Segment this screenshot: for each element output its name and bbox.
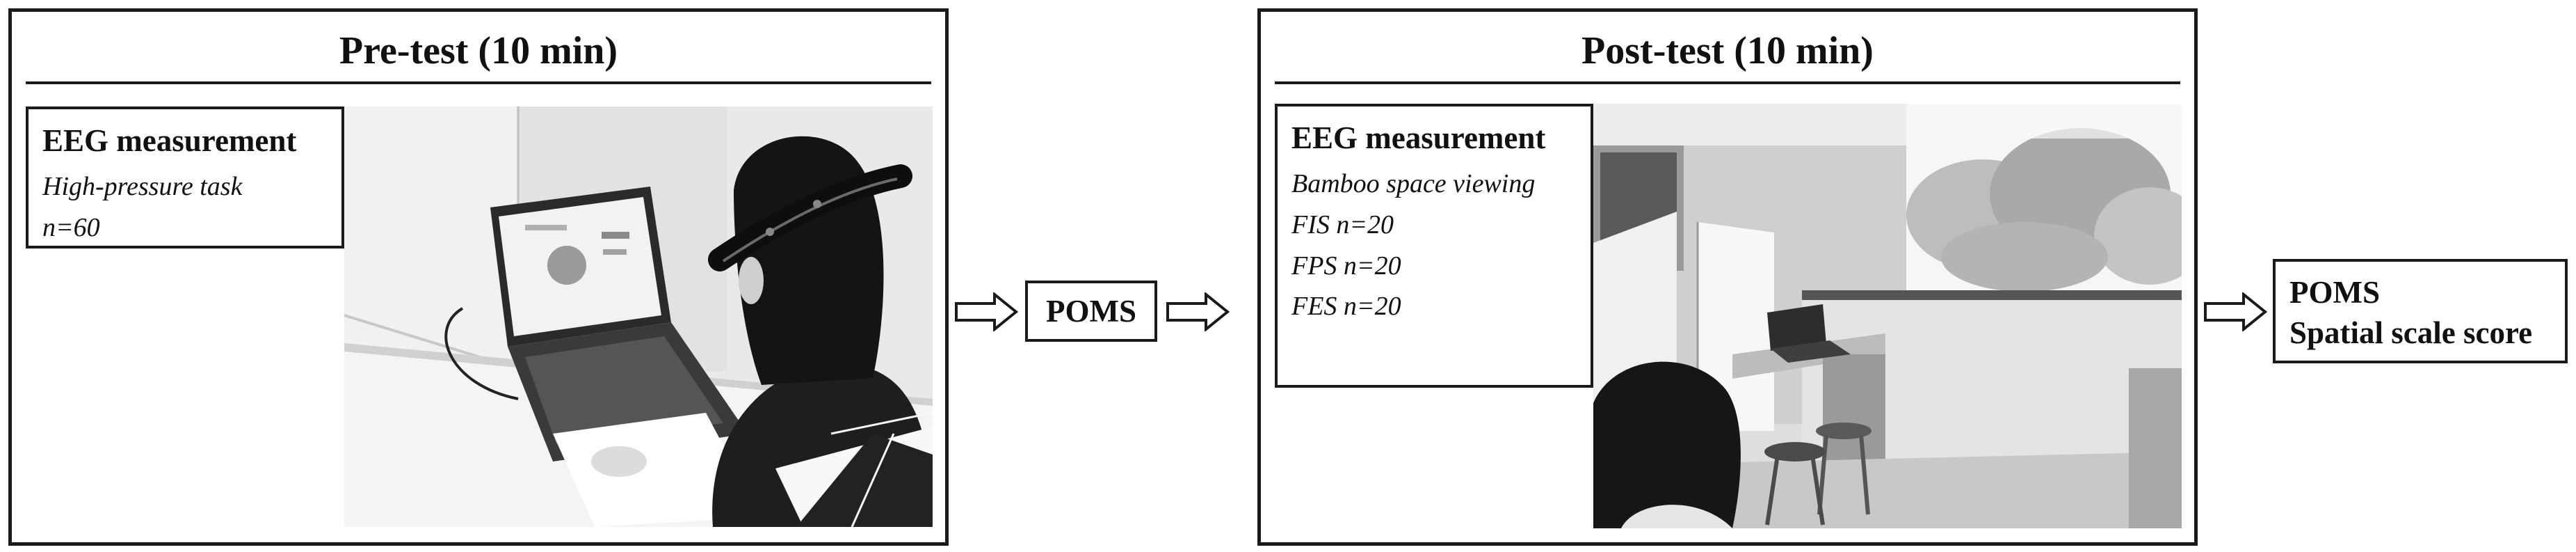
pretest-info-box: EEG measurement High-pressure task n=60 <box>26 107 344 249</box>
posttest-fis-line: FIS n=20 <box>1291 210 1394 239</box>
posttest-panel: Post-test (10 min) <box>1257 8 2198 546</box>
posttest-info-box: EEG measurement Bamboo space viewing FIS… <box>1275 104 1593 388</box>
posttest-eeg-heading: EEG measurement <box>1291 120 1546 155</box>
posttest-photo <box>1593 104 2182 528</box>
poms-step-label: POMS <box>1046 294 1136 329</box>
posttest-fes-line: FES n=20 <box>1291 292 1401 322</box>
final-spatial-score-label: Spatial scale score <box>2289 315 2533 351</box>
pretest-panel: Pre-test (10 min) <box>8 8 949 546</box>
final-step-box: POMS Spatial scale score <box>2273 259 2568 363</box>
final-poms-label: POMS <box>2289 275 2380 310</box>
arrow-right-icon <box>954 291 1019 333</box>
pretest-sample-line: n=60 <box>42 212 100 242</box>
pretest-photo <box>344 107 933 527</box>
posttest-fps-line: FPS n=20 <box>1291 251 1401 281</box>
arrow-right-icon <box>1166 291 1230 333</box>
arrow-right-icon <box>2203 291 2268 333</box>
pretest-task-line: High-pressure task <box>42 171 243 201</box>
posttest-title-rule <box>1275 81 2180 84</box>
posttest-viewing-line: Bamboo space viewing <box>1291 168 1536 198</box>
pretest-eeg-heading: EEG measurement <box>42 123 297 158</box>
pretest-title: Pre-test (10 min) <box>339 29 618 72</box>
poms-step-box: POMS <box>1025 281 1157 342</box>
pretest-title-rule <box>26 81 931 84</box>
posttest-title: Post-test (10 min) <box>1581 29 1874 72</box>
